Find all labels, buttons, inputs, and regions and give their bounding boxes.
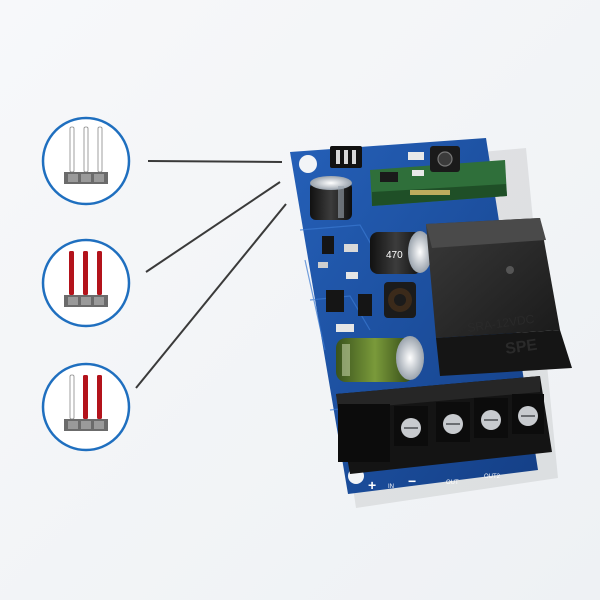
capacitor-470-label: 470 (386, 250, 403, 261)
learn-button (430, 146, 460, 172)
terminal-label-minus: − (408, 473, 416, 489)
jumper-pins-white-red-red-icon (64, 374, 108, 431)
jumper-option-3 (41, 362, 131, 452)
leader-lines (135, 160, 287, 389)
inductor (384, 282, 416, 318)
leader-line-1 (147, 160, 283, 163)
relay-module: 470 SRA-12VDC SPE (290, 138, 572, 508)
rf-receiver-module (370, 160, 507, 206)
terminal-label-plus: + (368, 477, 376, 493)
jumper-option-2 (41, 238, 131, 328)
relay: SRA-12VDC SPE (426, 218, 572, 376)
jumper-option-1 (41, 116, 131, 206)
terminal-screw (512, 394, 544, 434)
terminal-label-out2: OUT2 (484, 474, 501, 480)
leader-line-3 (135, 203, 287, 389)
leader-line-2 (145, 181, 281, 273)
capacitor-470: 470 (370, 231, 432, 274)
jumper-pins-all-white-icon (64, 126, 108, 184)
terminal-label-out: OUT (446, 480, 459, 486)
board-jumper-header (330, 146, 362, 168)
mounting-hole (299, 155, 317, 173)
relay-brand-label: SPE (504, 337, 538, 358)
terminal-block (336, 376, 552, 474)
terminal-screw (474, 398, 508, 438)
terminal-screw (436, 402, 470, 442)
terminal-screw (394, 406, 428, 446)
capacitor-green (336, 336, 424, 382)
jumper-pins-all-red-icon (64, 251, 108, 307)
terminal-label-in: IN (388, 484, 394, 490)
capacitor-small (310, 176, 352, 220)
